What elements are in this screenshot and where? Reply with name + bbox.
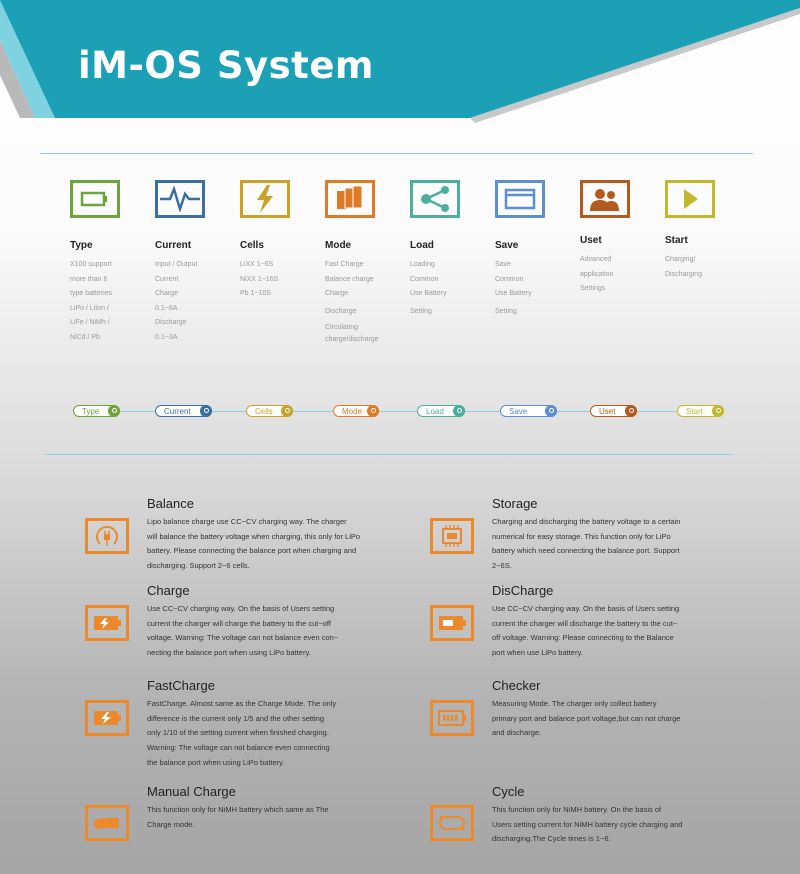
discharge-battery-icon xyxy=(430,605,474,641)
timeline-track xyxy=(75,411,720,412)
search-icon xyxy=(545,404,557,417)
search-icon xyxy=(367,404,379,417)
mode-title: Cycle xyxy=(492,784,525,799)
cycle-icon xyxy=(430,805,474,841)
balance-plug-icon xyxy=(85,518,129,554)
pill-cells[interactable]: Cells xyxy=(246,404,293,417)
feature-name: Start xyxy=(665,235,688,246)
search-icon xyxy=(453,404,465,417)
charge-battery-icon xyxy=(85,605,129,641)
mode-desc: This function only for NiMH battery. On … xyxy=(492,805,683,844)
top-divider xyxy=(40,153,753,154)
mode-title: Checker xyxy=(492,678,541,693)
search-icon xyxy=(712,404,724,417)
network-icon xyxy=(410,180,460,218)
feature-name: Save xyxy=(495,240,519,251)
mode-desc: Use CC~CV charging way. On the basis of … xyxy=(492,604,680,658)
page-title: iM-OS System xyxy=(78,44,374,87)
mode-desc: FastCharge. Almost same as the Charge Mo… xyxy=(147,699,337,767)
mode-charge: Charge Use CC~CV charging way. On the ba… xyxy=(147,583,447,661)
mode-title: DisCharge xyxy=(492,583,554,598)
mode-title: FastCharge xyxy=(147,678,215,693)
pill-start[interactable]: Start xyxy=(677,404,724,417)
mode-storage: Storage Charging and discharging the bat… xyxy=(492,496,792,574)
users-icon xyxy=(580,180,630,218)
feature-name: Load xyxy=(410,240,434,251)
fast-charge-icon xyxy=(85,700,129,736)
checker-meter-icon xyxy=(430,700,474,736)
mode-desc: Charging and discharging the battery vol… xyxy=(492,517,681,571)
mode-desc: This function only for NiMH battery whic… xyxy=(147,805,329,829)
pill-save[interactable]: Save xyxy=(500,404,557,417)
window-icon xyxy=(495,180,545,218)
mode-fastcharge: FastCharge FastCharge. Almost same as th… xyxy=(147,678,447,771)
feature-name: Mode xyxy=(325,240,352,251)
feature-desc: Charging/Discharging xyxy=(665,256,702,278)
stack-icon xyxy=(325,180,375,218)
storage-chip-icon xyxy=(430,518,474,554)
mode-title: Balance xyxy=(147,496,194,511)
mode-cycle: Cycle This function only for NiMH batter… xyxy=(492,784,792,847)
feature-name: Cells xyxy=(240,240,264,251)
feature-name: Current xyxy=(155,240,192,251)
header-banner: iM-OS System xyxy=(0,0,800,125)
play-icon xyxy=(665,180,715,218)
mode-discharge: DisCharge Use CC~CV charging way. On the… xyxy=(492,583,792,661)
mode-title: Charge xyxy=(147,583,190,598)
feature-start: Start Charging/Discharging xyxy=(665,180,745,282)
mode-manual-charge: Manual Charge This function only for NiM… xyxy=(147,784,447,832)
pill-current[interactable]: Current xyxy=(155,404,212,417)
mode-balance: Balance Lipo balance charge use CC~CV ch… xyxy=(147,496,447,574)
pill-type[interactable]: Type xyxy=(73,404,120,417)
waveform-icon xyxy=(155,180,205,218)
feature-name: Uset xyxy=(580,235,602,246)
pill-load[interactable]: Load xyxy=(417,404,465,417)
mode-desc: Lipo balance charge use CC~CV charging w… xyxy=(147,517,361,571)
mode-desc: Use CC~CV charging way. On the basis of … xyxy=(147,604,339,658)
mode-desc: Measuring Mode. The charger only collect… xyxy=(492,699,681,738)
feature-name: Type xyxy=(70,240,93,251)
search-icon xyxy=(625,404,637,417)
search-icon xyxy=(108,404,120,417)
search-icon xyxy=(281,404,293,417)
lightning-icon xyxy=(240,180,290,218)
mode-checker: Checker Measuring Mode. The charger only… xyxy=(492,678,792,741)
pill-mode[interactable]: Mode xyxy=(333,404,379,417)
hand-battery-icon xyxy=(85,805,129,841)
battery-icon xyxy=(70,180,120,218)
search-icon xyxy=(200,404,212,417)
mode-title: Manual Charge xyxy=(147,784,236,799)
banner-shape xyxy=(0,0,800,123)
pill-uset[interactable]: Uset xyxy=(590,404,637,417)
mode-title: Storage xyxy=(492,496,538,511)
middle-divider xyxy=(45,454,733,455)
